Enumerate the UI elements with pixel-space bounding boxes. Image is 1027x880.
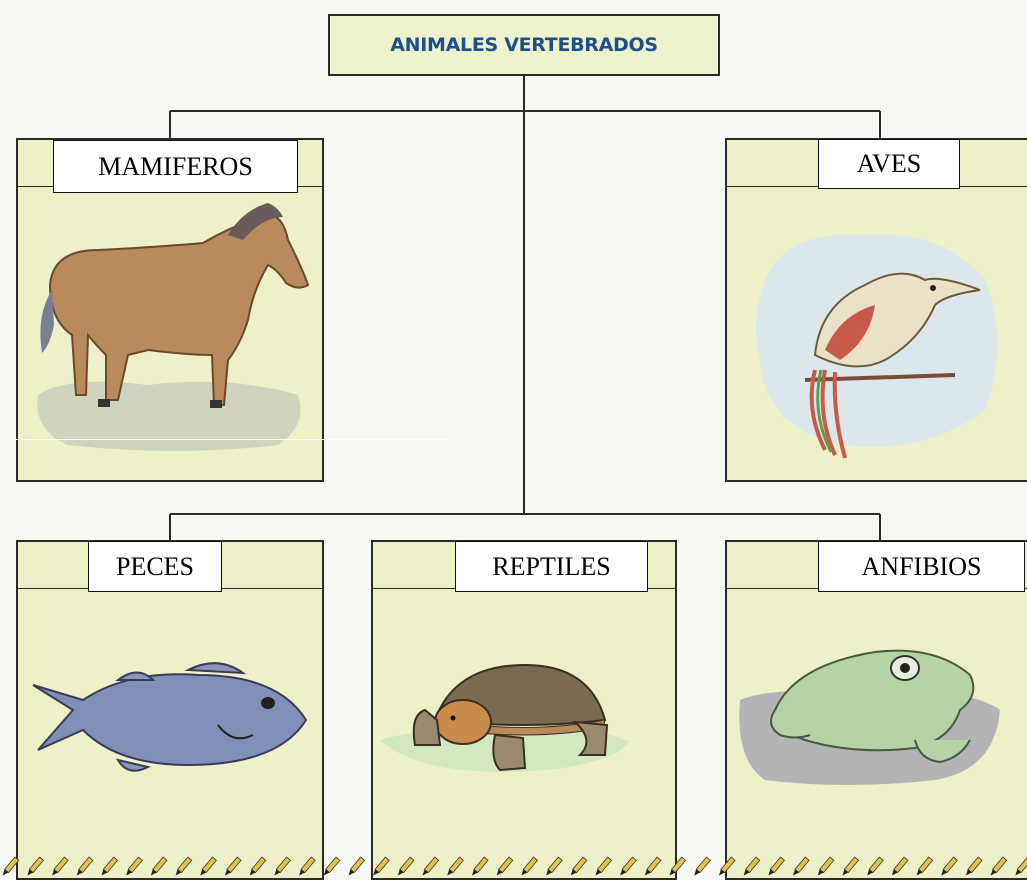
pencil-icon xyxy=(445,857,463,877)
pencil-icon xyxy=(50,857,68,877)
pencil-icon xyxy=(421,857,439,877)
pencil-icon xyxy=(149,857,167,877)
stray-line xyxy=(14,439,452,440)
pencil-icon xyxy=(297,857,315,877)
label-reptiles: REPTILES xyxy=(455,541,648,592)
root-title: ANIMALES VERTEBRADOS xyxy=(390,34,658,56)
label-peces: PECES xyxy=(88,541,222,592)
pencil-icon xyxy=(766,857,784,877)
pencil-icon xyxy=(939,857,957,877)
pencil-icon xyxy=(396,857,414,877)
pencil-icon xyxy=(25,857,43,877)
pencil-icon xyxy=(717,857,735,877)
pencil-icon xyxy=(124,857,142,877)
pencil-icon xyxy=(594,857,612,877)
pencil-icon xyxy=(544,857,562,877)
pencil-icon xyxy=(100,857,118,877)
pencil-icon xyxy=(371,857,389,877)
pencil-icon xyxy=(495,857,513,877)
label-mamiferos: MAMIFEROS xyxy=(53,140,298,193)
pencil-icon xyxy=(223,857,241,877)
pencil-icon xyxy=(964,857,982,877)
pencil-icon xyxy=(174,857,192,877)
pencil-icon xyxy=(198,857,216,877)
bird-illustration xyxy=(745,220,1015,465)
fish-illustration xyxy=(28,655,313,780)
pencil-icon xyxy=(791,857,809,877)
pencil-icon xyxy=(618,857,636,877)
pencil-icon xyxy=(1,857,19,877)
pencil-icon xyxy=(865,857,883,877)
pencil-icon xyxy=(890,857,908,877)
pencil-icon xyxy=(75,857,93,877)
pencil-icon xyxy=(816,857,834,877)
pencil-icon xyxy=(668,857,686,877)
pencil-icon xyxy=(841,857,859,877)
pencil-border-icon xyxy=(0,854,1027,879)
pencil-icon xyxy=(272,857,290,877)
pencil-icon xyxy=(989,857,1007,877)
pencil-icon xyxy=(1013,857,1027,877)
horse-illustration xyxy=(28,195,318,460)
label-aves: AVES xyxy=(818,139,960,189)
pencil-icon xyxy=(470,857,488,877)
pencil-icon xyxy=(692,857,710,877)
pencil-icon xyxy=(519,857,537,877)
turtle-illustration xyxy=(375,660,635,780)
pencil-icon xyxy=(643,857,661,877)
root-node: ANIMALES VERTEBRADOS xyxy=(328,14,720,76)
pencil-icon xyxy=(569,857,587,877)
pencil-icon xyxy=(347,857,365,877)
frog-illustration xyxy=(735,640,1005,790)
pencil-icon xyxy=(742,857,760,877)
label-anfibios: ANFIBIOS xyxy=(818,541,1025,592)
pencil-icon xyxy=(322,857,340,877)
pencil-icon xyxy=(915,857,933,877)
pencil-icon xyxy=(248,857,266,877)
